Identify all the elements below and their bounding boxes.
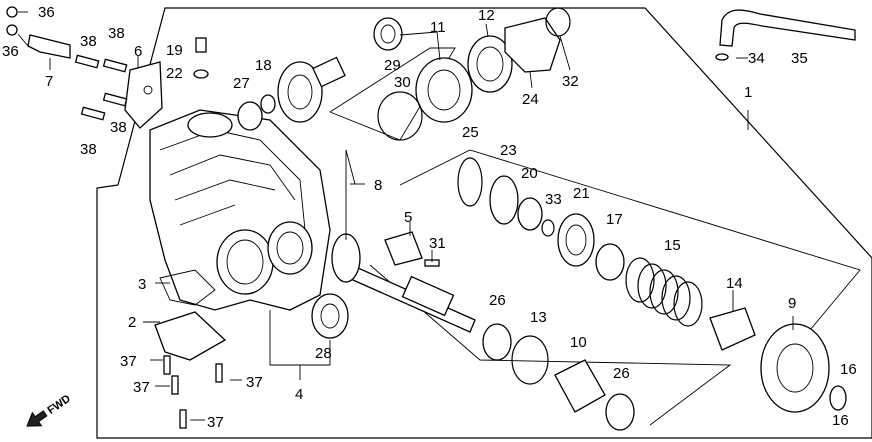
callout-38-d: 38 — [80, 141, 97, 158]
clip-32 — [545, 7, 571, 37]
clip-34 — [715, 53, 729, 61]
callout-28: 28 — [315, 345, 332, 362]
seat-17 — [595, 243, 625, 281]
callout-16-b: 16 — [832, 412, 849, 429]
callout-24: 24 — [522, 91, 539, 108]
callout-37-a: 37 — [120, 353, 137, 370]
callout-36-b: 36 — [2, 43, 19, 60]
callout-21: 21 — [573, 185, 590, 202]
callout-2: 2 — [128, 314, 136, 331]
washer-22 — [193, 69, 209, 79]
callout-15: 15 — [664, 237, 681, 254]
callout-23: 23 — [500, 142, 517, 159]
callout-38-a: 38 — [80, 33, 97, 50]
bearing-11 — [415, 57, 473, 123]
ring-33 — [541, 219, 555, 237]
main-shaft-8 — [331, 233, 476, 333]
callout-7: 7 — [45, 73, 53, 90]
seal-29 — [373, 17, 403, 51]
hose-35 — [719, 9, 856, 47]
callout-38-b: 38 — [108, 25, 125, 42]
bolts-37 — [163, 355, 223, 429]
callout-5: 5 — [404, 209, 412, 226]
callout-37-c: 37 — [133, 379, 150, 396]
callout-17: 17 — [606, 211, 623, 228]
bracket-6 — [124, 61, 163, 129]
callout-34: 34 — [748, 50, 765, 67]
callout-20: 20 — [521, 165, 538, 182]
callout-19: 19 — [166, 42, 183, 59]
washer-18 — [260, 94, 276, 114]
bearing-holder-12 — [467, 35, 513, 93]
bolts-38 — [74, 54, 128, 121]
callout-16-a: 16 — [840, 361, 857, 378]
callout-26-a: 26 — [489, 292, 506, 309]
callout-31: 31 — [429, 235, 446, 252]
callout-26-b: 26 — [613, 365, 630, 382]
callout-13: 13 — [530, 309, 547, 326]
bearing-26-b — [605, 393, 635, 431]
bearing-26-a — [482, 323, 512, 361]
final-gear-9 — [760, 323, 830, 413]
callout-38-c: 38 — [110, 119, 127, 136]
callout-32: 32 — [562, 73, 579, 90]
callout-29: 29 — [384, 57, 401, 74]
bolt-36-b — [6, 24, 18, 36]
callout-11: 11 — [430, 19, 446, 36]
callout-14: 14 — [726, 275, 743, 292]
bracket-7 — [27, 34, 71, 59]
bolt-36-a — [6, 6, 18, 18]
callout-35: 35 — [791, 50, 808, 67]
callout-9: 9 — [788, 295, 796, 312]
callout-25: 25 — [462, 124, 479, 141]
plate-24 — [504, 17, 561, 73]
callout-12: 12 — [478, 7, 495, 24]
callout-18: 18 — [255, 57, 272, 74]
callout-37-d: 37 — [207, 414, 224, 431]
cam-14 — [709, 307, 756, 351]
fwd-label: FWD — [45, 393, 72, 417]
o-ring-13 — [511, 335, 549, 385]
callout-30: 30 — [394, 74, 411, 91]
bearing-21 — [557, 213, 595, 267]
assembly-outline — [96, 7, 872, 439]
callout-10: 10 — [570, 334, 587, 351]
oil-seal-28 — [311, 293, 349, 339]
callout-33: 33 — [545, 191, 562, 208]
callout-6: 6 — [134, 43, 142, 60]
o-ring-30 — [377, 91, 423, 141]
cover-2 — [154, 311, 227, 361]
bearing-27 — [237, 101, 263, 131]
bearing-20 — [517, 197, 543, 231]
collar-10 — [554, 359, 606, 413]
transmission-case — [149, 109, 331, 311]
spring-15 — [625, 257, 703, 327]
stopper-5 — [384, 231, 423, 266]
callout-labels: 1 2 3 4 5 6 7 8 9 10 11 12 13 14 15 16 1… — [2, 4, 857, 431]
callout-4: 4 — [295, 386, 303, 403]
callout-3: 3 — [138, 276, 146, 293]
callout-36-a: 36 — [38, 4, 55, 21]
group-box-upper — [329, 47, 456, 141]
gasket-3 — [159, 269, 216, 306]
bolt-19 — [195, 37, 207, 53]
fwd-arrow: FWD — [26, 393, 73, 427]
washer-16 — [829, 385, 847, 411]
shim-25 — [457, 157, 483, 207]
callout-27: 27 — [233, 75, 250, 92]
callout-8: 8 — [374, 177, 382, 194]
retainer-23 — [489, 175, 519, 225]
callout-22: 22 — [166, 65, 183, 82]
callout-1: 1 — [744, 84, 752, 101]
leader-lines — [17, 11, 794, 421]
group-box-middle — [399, 149, 861, 331]
callout-37-b: 37 — [246, 374, 263, 391]
pinion-gear — [277, 56, 346, 123]
